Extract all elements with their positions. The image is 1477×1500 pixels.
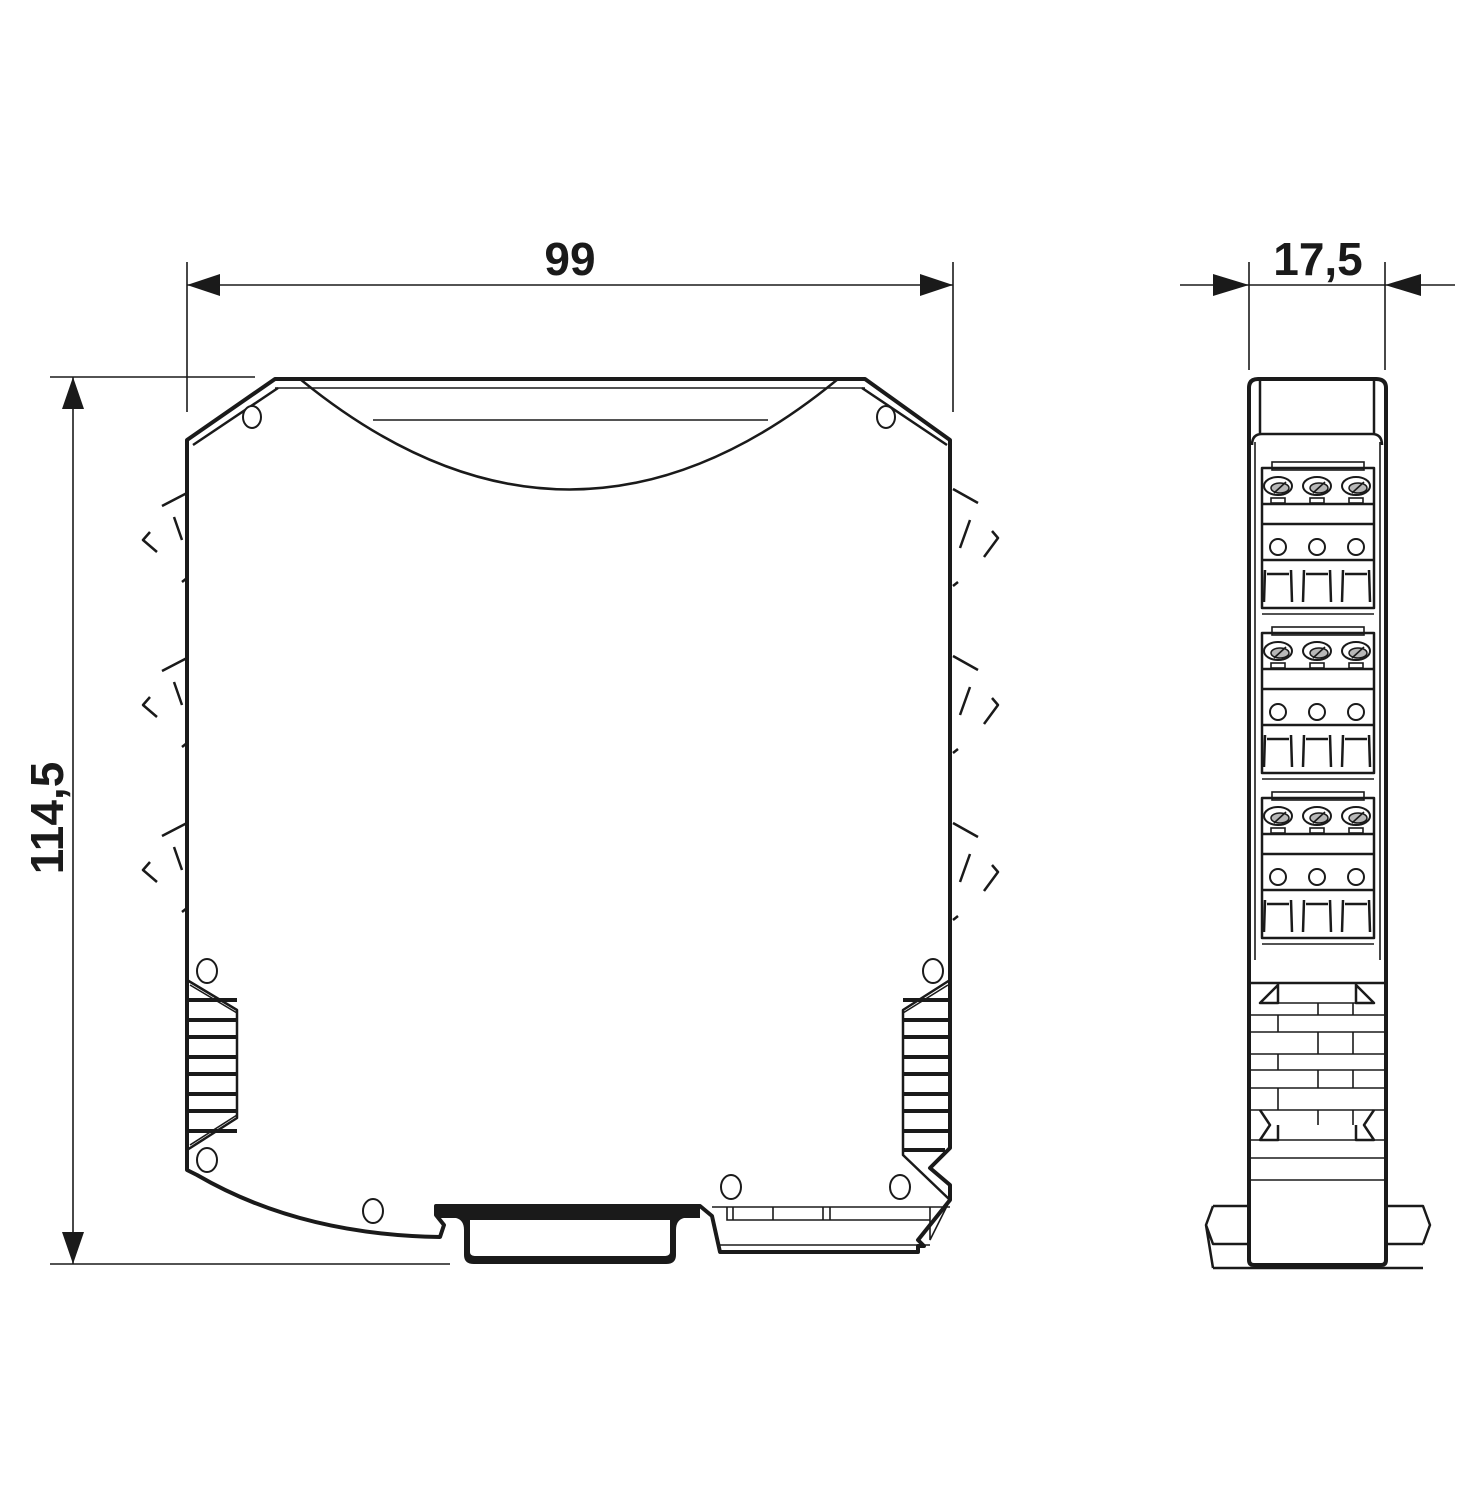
height-dimension: 114,5 (21, 376, 450, 1265)
wire-entry-icon (1269, 868, 1287, 886)
right-grip (901, 978, 951, 1201)
wire-entry-icon (1347, 868, 1365, 886)
wire-entry-icon (1347, 703, 1365, 721)
width-label: 99 (544, 233, 595, 285)
front-view (141, 377, 1000, 1264)
width-dimension: 99 (186, 233, 954, 412)
wire-entry-icon (1308, 538, 1326, 556)
foot-latch (712, 1199, 951, 1246)
wire-entry-icon (1308, 703, 1326, 721)
terminal-blocks (1260, 461, 1376, 945)
right-latch-marks (952, 487, 1000, 921)
wire-entry-icon (1269, 703, 1287, 721)
depth-label: 17,5 (1273, 233, 1363, 285)
wire-entry-icon (1347, 538, 1365, 556)
left-latch-marks (141, 491, 188, 913)
wire-entry-icon (1269, 538, 1287, 556)
height-label: 114,5 (21, 762, 73, 875)
side-view (1204, 377, 1432, 1270)
wire-entry-icon (1308, 868, 1326, 886)
base-latch (1249, 981, 1386, 1181)
left-grip (186, 978, 239, 1152)
depth-dimension: 17,5 (1180, 233, 1455, 370)
